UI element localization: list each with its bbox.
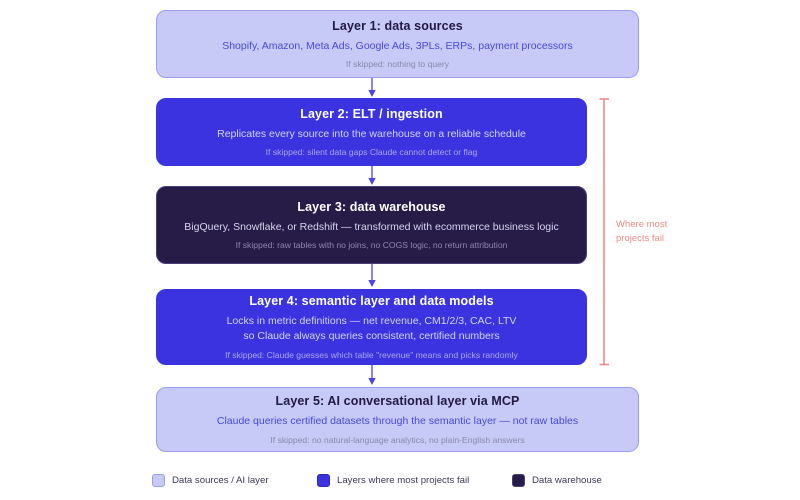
layer-4-description-line-2: so Claude always queries consistent, cer… xyxy=(243,330,500,343)
legend-item-failure-layers[interactable]: Layers where most projects fail xyxy=(317,474,469,487)
layer-box-elt-ingestion[interactable]: Layer 2: ELT / ingestion Replicates ever… xyxy=(156,98,587,166)
layer-5-description: Claude queries certified datasets throug… xyxy=(216,415,579,428)
layer-box-data-sources[interactable]: Layer 1: data sources Shopify, Amazon, M… xyxy=(156,10,639,78)
connector-arrow-2 xyxy=(365,166,379,186)
legend-label-data-sources: Data sources / AI layer xyxy=(172,475,269,486)
legend: Data sources / AI layer Layers where mos… xyxy=(152,474,652,496)
layer-3-skip-note: If skipped: raw tables with no joins, no… xyxy=(235,240,508,251)
layer-5-skip-note: If skipped: no natural-language analytic… xyxy=(270,434,525,445)
layer-3-title: Layer 3: data warehouse xyxy=(297,199,446,214)
layer-3-description: BigQuery, Snowflake, or Redshift — trans… xyxy=(184,220,559,233)
connector-arrow-3 xyxy=(365,264,379,288)
legend-swatch-dark-icon xyxy=(512,474,525,487)
layer-box-semantic-layer[interactable]: Layer 4: semantic layer and data models … xyxy=(156,289,587,365)
layer-box-data-warehouse[interactable]: Layer 3: data warehouse BigQuery, Snowfl… xyxy=(156,186,587,264)
legend-swatch-light-icon xyxy=(152,474,165,487)
layer-5-title: Layer 5: AI conversational layer via MCP xyxy=(275,394,520,409)
layer-2-description: Replicates every source into the warehou… xyxy=(217,127,526,140)
layer-4-skip-note: If skipped: Claude guesses which table "… xyxy=(225,349,518,360)
legend-label-failure-layers: Layers where most projects fail xyxy=(337,475,470,486)
layer-1-description: Shopify, Amazon, Meta Ads, Google Ads, 3… xyxy=(222,39,573,52)
failure-span-label-line-2: projects fail xyxy=(616,232,665,244)
layer-1-skip-note: If skipped: nothing to query xyxy=(345,59,450,70)
legend-item-data-sources[interactable]: Data sources / AI layer xyxy=(152,474,269,487)
failure-span-label: Where most projects fail xyxy=(616,218,686,246)
layer-4-title: Layer 4: semantic layer and data models xyxy=(249,294,494,309)
legend-item-data-warehouse[interactable]: Data warehouse xyxy=(512,474,602,487)
layer-2-skip-note: If skipped: silent data gaps Claude cann… xyxy=(265,147,478,158)
failure-span-bracket xyxy=(598,98,612,366)
connector-arrow-1 xyxy=(365,78,379,98)
layer-4-description-line-1: Locks in metric definitions — net revenu… xyxy=(226,315,517,328)
layer-2-title: Layer 2: ELT / ingestion xyxy=(300,106,443,121)
connector-arrow-4 xyxy=(365,365,379,386)
legend-swatch-indigo-icon xyxy=(317,474,330,487)
layer-box-ai-conversational[interactable]: Layer 5: AI conversational layer via MCP… xyxy=(156,387,639,452)
legend-label-data-warehouse: Data warehouse xyxy=(532,475,602,486)
layer-1-title: Layer 1: data sources xyxy=(332,18,463,33)
failure-span-label-line-1: Where most xyxy=(616,219,668,230)
